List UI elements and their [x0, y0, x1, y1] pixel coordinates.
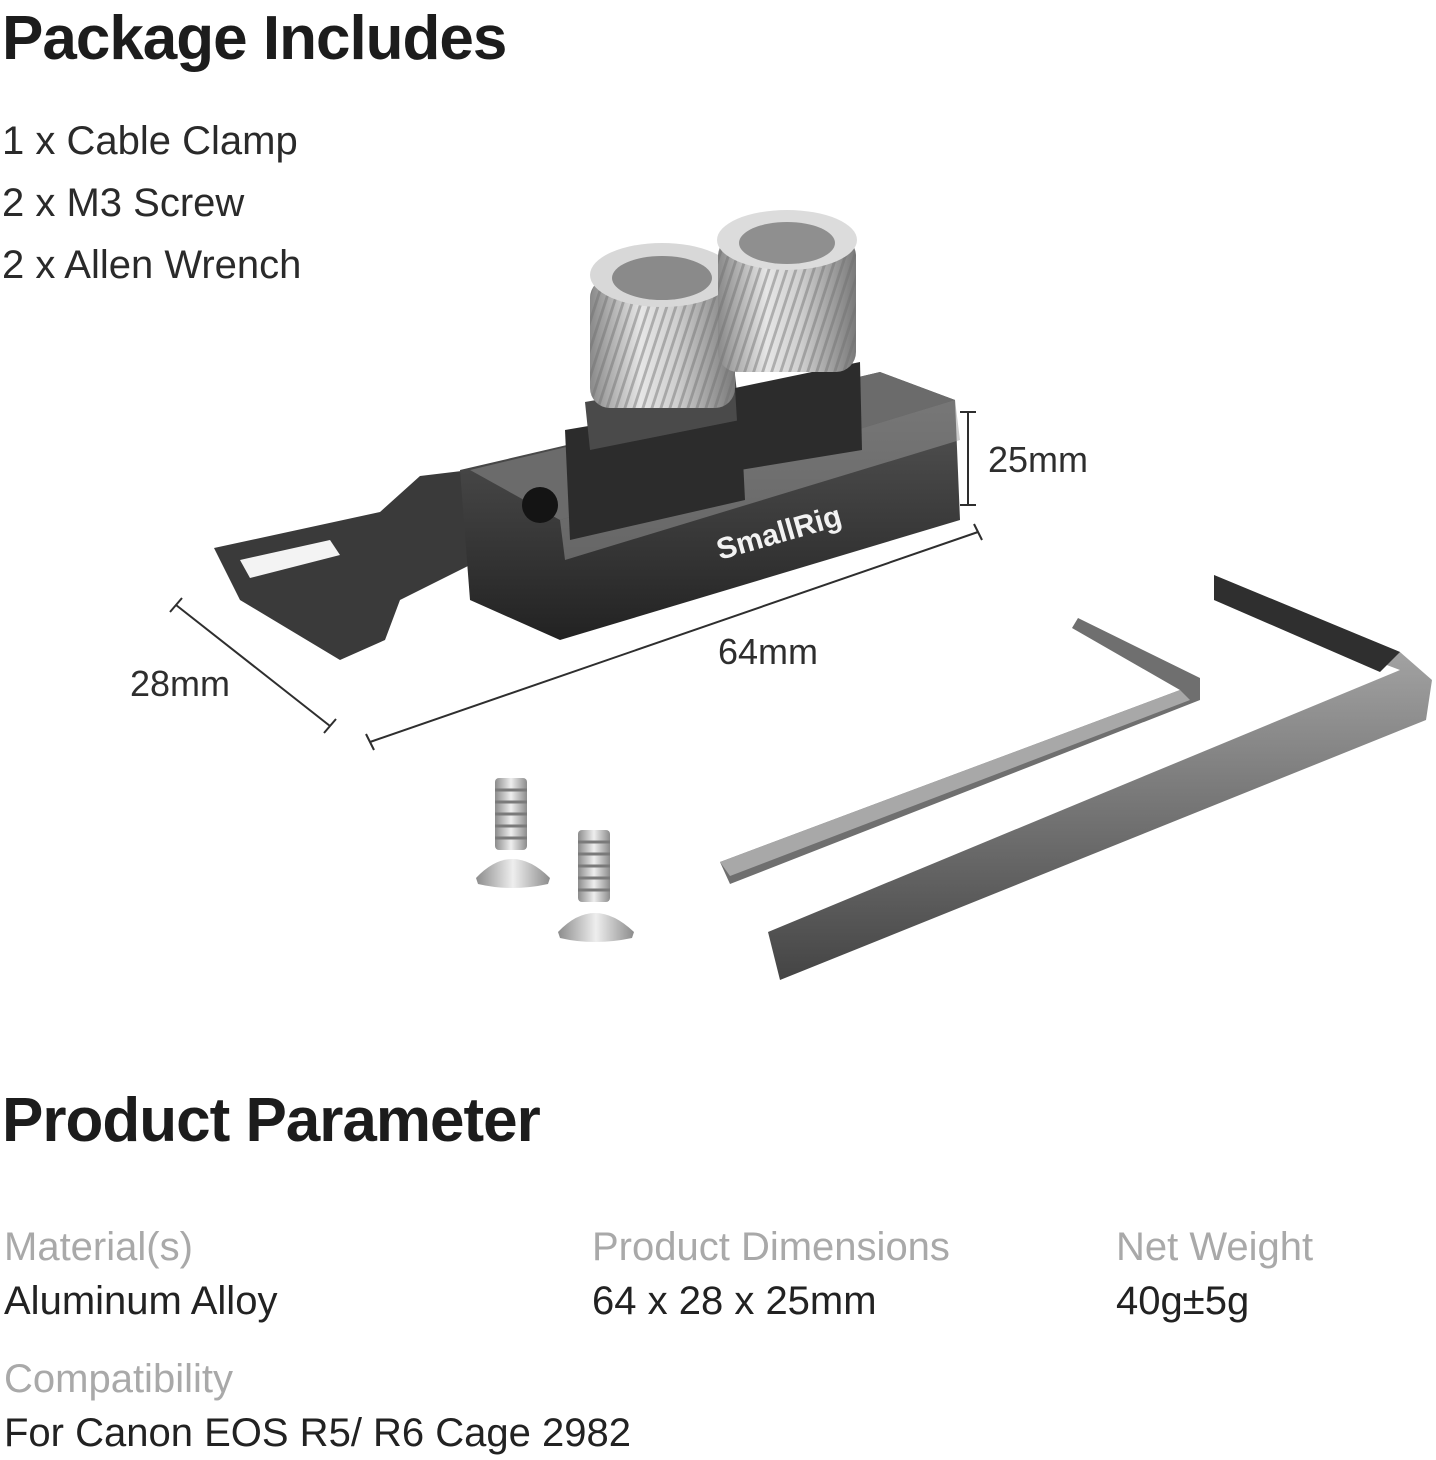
- material-label: Material(s): [4, 1225, 193, 1269]
- compatibility-label: Compatibility: [4, 1357, 233, 1401]
- compatibility-param: Compatibility For Canon EOS R5/ R6 Cage …: [4, 1352, 631, 1460]
- knob-right: [717, 210, 857, 372]
- package-item: 1 x Cable Clamp: [2, 119, 298, 163]
- package-includes-title: Package Includes: [2, 4, 507, 73]
- dimensions-label: Product Dimensions: [592, 1225, 950, 1269]
- weight-label: Net Weight: [1116, 1225, 1314, 1269]
- weight-value: 40g±5g: [1116, 1279, 1250, 1323]
- package-item: 2 x M3 Screw: [2, 181, 245, 225]
- dimensions-param: Product Dimensions 64 x 28 x 25mm: [592, 1220, 950, 1328]
- weight-param: Net Weight 40g±5g: [1116, 1220, 1313, 1328]
- product-parameter-title: Product Parameter: [2, 1086, 541, 1155]
- material-value: Aluminum Alloy: [4, 1279, 278, 1323]
- allen-wrench-large: [768, 575, 1432, 980]
- material-param: Material(s) Aluminum Alloy: [4, 1220, 277, 1328]
- allen-wrench-small: [720, 618, 1200, 884]
- package-items-list: 1 x Cable Clamp 2 x M3 Screw 2 x Allen W…: [2, 110, 301, 296]
- dimensions-value: 64 x 28 x 25mm: [592, 1279, 877, 1323]
- knob-left: [590, 243, 735, 408]
- cable-clamp-image: SmallRig: [214, 210, 960, 660]
- product-illustration: SmallRig: [169, 210, 1432, 980]
- m3-screw-1: [476, 778, 550, 888]
- length-dimension-label: 64mm: [718, 631, 819, 672]
- height-dimension-label: 25mm: [988, 439, 1089, 480]
- package-item: 2 x Allen Wrench: [2, 243, 302, 287]
- width-dimension-label: 28mm: [130, 663, 231, 704]
- m3-screw-2: [558, 830, 634, 942]
- dimension-lines: [169, 411, 983, 751]
- compatibility-value: For Canon EOS R5/ R6 Cage 2982: [4, 1411, 632, 1455]
